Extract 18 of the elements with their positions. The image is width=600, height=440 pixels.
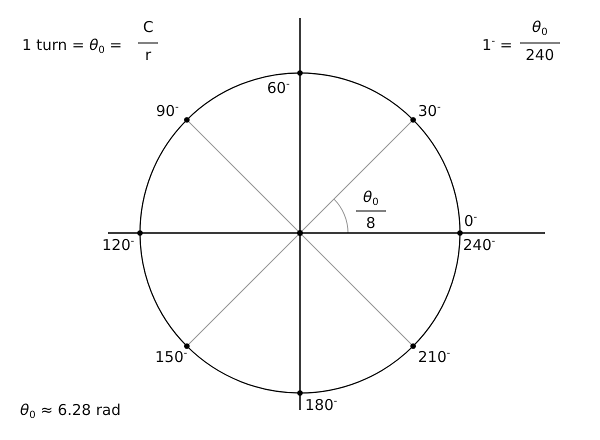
formula-text: 1$^{-}$ =: [482, 36, 512, 54]
fraction-numerator: θ$_{0}$: [363, 188, 379, 206]
formula-text: θ$_{0}$ ≈ 6.28 rad: [20, 401, 121, 419]
formula-text: 1 turn = θ$_{0}$ =: [22, 36, 122, 54]
fraction-denominator: r: [145, 46, 152, 64]
angle-label: 90$^{-}$: [156, 102, 179, 120]
fraction-numerator: C: [143, 18, 154, 36]
angle-label: 180$^{-}$: [305, 396, 338, 414]
angle-label: 210$^{-}$: [418, 348, 450, 366]
angle-label: 120$^{-}$: [102, 236, 134, 254]
fraction-denominator: 8: [366, 214, 376, 232]
angle-label: 240$^{-}$: [463, 236, 496, 254]
angle-label: 30$^{-}$: [418, 102, 441, 120]
angle-label: 0$^{-}$: [464, 212, 478, 230]
fraction-denominator: 240: [526, 46, 554, 64]
angle-label: 150$^{-}$: [155, 348, 188, 366]
fraction-numerator: θ$_{0}$: [532, 18, 548, 36]
angle-label: 60$^{-}$: [267, 79, 290, 97]
